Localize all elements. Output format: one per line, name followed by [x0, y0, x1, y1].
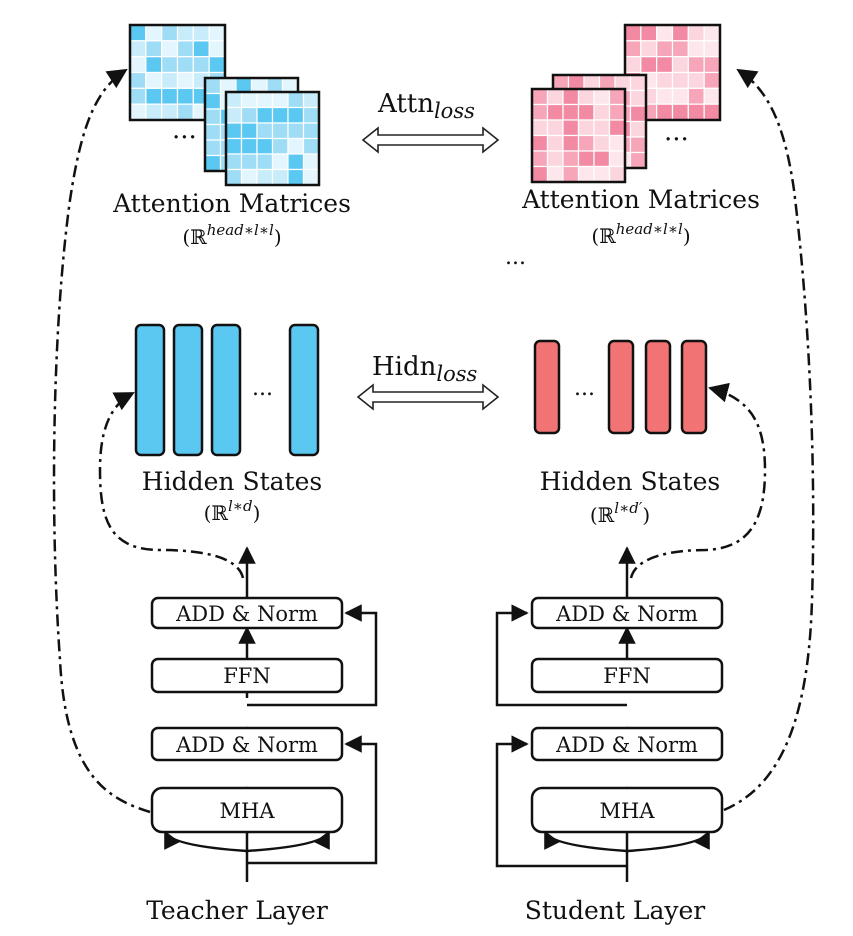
teacher-attn-title: Attention Matrices [112, 189, 351, 218]
student-ffn-block [530, 657, 724, 694]
teacher-hidden-title: Hidden States [142, 467, 322, 496]
student-attn-dim: (ℝhead∗l∗l) [591, 220, 690, 248]
student-hidden-ellipsis: ... [574, 376, 595, 401]
teacher-hidden-bar [288, 323, 320, 457]
student-mha-label: MHA [600, 799, 656, 823]
student-hidden-bar [607, 339, 635, 435]
teacher-attn-dim: (ℝhead∗l∗l) [182, 221, 281, 249]
teacher-add-norm-bottom-label: ADD & Norm [175, 733, 318, 757]
student-hidden-dim: (ℝl∗d′) [590, 499, 650, 527]
student-layer-label: Student Layer [525, 896, 706, 925]
attn-loss-double-arrow [361, 126, 500, 154]
student-add-norm-bottom-label: ADD & Norm [555, 733, 698, 757]
student-attn-title: Attention Matrices [521, 185, 760, 214]
student-attn-extra-ellipsis: ... [505, 245, 526, 270]
student-add-norm-bottom [530, 726, 724, 762]
teacher-attention-matrices [128, 23, 321, 187]
student-mha-block [530, 786, 724, 834]
teacher-add-norm-top [150, 596, 344, 630]
teacher-hidden-bar [172, 323, 204, 457]
attn-loss-label: Attnloss [377, 89, 475, 123]
attention-matrix-grid [224, 90, 321, 187]
teacher-hidden-ellipsis: ... [252, 376, 273, 401]
student-layer: ADD & Norm FFN ADD & Norm MHA [495, 546, 724, 882]
teacher-mha-label: MHA [220, 799, 276, 823]
teacher-hidden-bar [210, 323, 242, 457]
attention-matrix-grid [530, 87, 627, 184]
student-hidden-bar [644, 339, 672, 435]
teacher-hidden-feedback-arrow [98, 391, 245, 579]
student-add-norm-top [530, 596, 724, 630]
student-add-norm-top-label: ADD & Norm [555, 602, 698, 626]
student-attn-feedback-arrow [723, 68, 815, 812]
hidn-loss-double-arrow [356, 383, 500, 411]
hidn-loss-label: Hidnloss [372, 352, 478, 386]
teacher-mha-block [150, 786, 344, 834]
teacher-attn-feedback-arrow [52, 68, 151, 814]
teacher-layer-label: Teacher Layer [146, 896, 328, 925]
teacher-ffn-block [150, 657, 344, 694]
attention-matrix-grid [128, 23, 227, 122]
student-hidden-feedback-arrow [629, 382, 767, 579]
student-attention-matrices [530, 23, 722, 184]
teacher-hidden-dim: (ℝl∗d) [204, 497, 261, 525]
student-hidden-bar [680, 339, 708, 435]
teacher-ffn-label: FFN [223, 664, 271, 688]
teacher-hidden-bar [134, 323, 166, 457]
student-hidden-bar [533, 339, 561, 435]
student-ffn-label: FFN [603, 664, 651, 688]
teacher-matrix-ellipsis: ... [172, 115, 197, 145]
teacher-add-norm-bottom [150, 726, 344, 762]
teacher-add-norm-top-label: ADD & Norm [175, 602, 318, 626]
student-hidden-title: Hidden States [540, 467, 720, 496]
student-matrix-ellipsis: ... [664, 117, 689, 147]
teacher-layer: ADD & Norm FFN ADD & Norm MHA [150, 546, 378, 882]
